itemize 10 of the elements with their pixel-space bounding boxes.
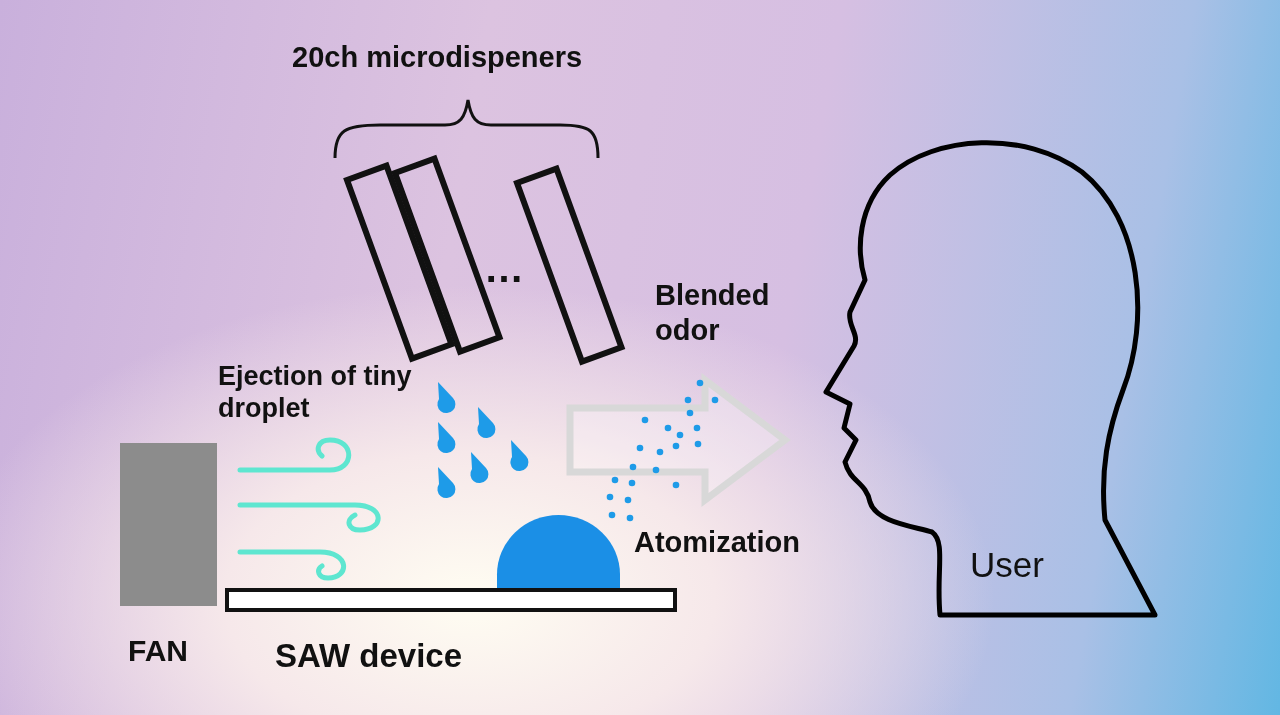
ejection-label: Ejection of tiny droplet: [218, 360, 413, 425]
fan-block: [120, 443, 217, 606]
user-label: User: [970, 545, 1044, 585]
device-label: SAW device: [275, 636, 463, 676]
atomization-label: Atomization: [634, 525, 801, 560]
fan-label: FAN: [128, 633, 188, 669]
saw-device-bar: [225, 588, 677, 612]
odor-label: Blended odor: [655, 278, 771, 348]
ellipsis-mark: …: [484, 245, 525, 292]
group-label: 20ch microdispeners: [292, 40, 584, 75]
